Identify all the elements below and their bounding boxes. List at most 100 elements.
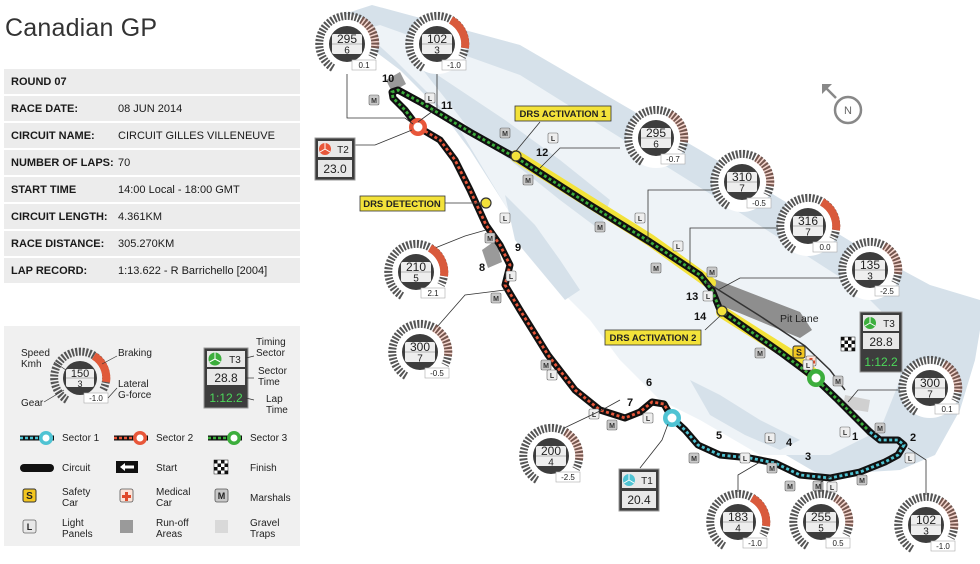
gauge-gear: 4 [735,524,741,535]
safety-car-icon: S [792,345,806,359]
turn-3: 3 [805,451,811,463]
turn-11: 11 [441,100,453,112]
gauge-lateral-g: -0.5 [430,369,444,378]
speed-gauge: 300 7 0.1 [898,355,963,418]
svg-text:M: M [815,484,821,491]
svg-text:T2: T2 [337,145,349,156]
light-panel-marker: L [634,212,646,224]
legend-gravel-swatch [215,520,228,533]
legend-sector1-label: Sector 1 [62,433,100,444]
page-title: Canadian GP [5,14,158,42]
light-panel-marker: L [702,290,714,302]
legend-finish-icon [213,459,229,475]
map-legend: 150 3 -1.0 T3 28.8 1:12.2 [4,326,300,546]
legend-circuit-swatch [20,464,54,472]
gauge-gear: 3 [434,46,440,57]
svg-text:DRS ACTIVATION 2: DRS ACTIVATION 2 [610,333,697,344]
turn-12: 12 [536,147,548,159]
gauge-speed: 135 [860,258,880,272]
svg-text:L: L [830,485,835,492]
gauge-gear: 3 [867,272,873,283]
svg-text:S: S [26,491,33,502]
svg-text:M: M [877,426,883,433]
basin-3 [690,380,800,450]
drs-activation-2-label: DRS ACTIVATION 2 [604,315,721,346]
gauge-speed: 300 [920,376,940,390]
speed-gauge: 200 4 -2.5 [519,423,584,486]
gauge-speed: 210 [406,260,426,274]
light-panel-marker: L [546,369,558,381]
marshal-post-marker: M [484,232,496,244]
legend-marshals-label: Marshals [250,493,291,504]
turn-5: 5 [716,430,722,442]
svg-text:28.8: 28.8 [869,335,893,349]
light-panel-marker: L [739,452,751,464]
speed-gauge: 316 7 0.0 [776,193,841,256]
turn-numbers: 1 2 3 4 5 6 7 8 9 10 11 12 13 14 [382,73,916,463]
light-panel-marker: L [764,432,776,444]
turn-4: 4 [786,437,793,449]
svg-text:L: L [428,96,433,103]
gauge-speed: 300 [410,340,430,354]
pit-building [712,278,812,338]
runoff-hairpin [386,72,406,92]
gauge-lateral-g: -2.5 [880,287,894,296]
speed-gauge: 183 4 -1.0 [706,489,771,552]
gauge-speed: 255 [811,510,831,524]
svg-text:M: M [371,98,377,105]
marshal-post-marker: M [368,94,380,106]
svg-text:T1: T1 [641,476,653,487]
light-panel-marker: L [642,412,654,424]
speed-gauge: 255 5 0.5 [789,489,854,552]
legend-marshal-icon: M [214,488,229,503]
gauge-speed: 102 [916,513,936,527]
turn-1: 1 [852,431,858,443]
svg-text:M: M [757,351,763,358]
gauge-speed: 316 [798,214,818,228]
marshal-post-marker: M [606,419,618,431]
legend-graphics: 150 3 -1.0 T3 28.8 1:12.2 [20,347,255,534]
gauge-lateral-g: -1.0 [748,539,762,548]
svg-text:M: M [502,131,508,138]
legend-gauge-speed: 150 [71,368,89,380]
svg-text:M: M [543,363,549,370]
light-panel-marker: L [547,132,559,144]
gauge-speed: 102 [427,32,447,46]
drs-detection-label: DRS DETECTION [359,195,481,212]
gauge-speed: 200 [541,444,561,458]
timing-box-t1: T1 20.4 [618,468,660,512]
speed-gauge: 295 6 -0.7 [624,105,689,168]
gauge-gear: 6 [344,46,350,57]
legend-finish-label: Finish [250,463,277,474]
speed-gauge: 295 6 0.1 [315,11,380,74]
turn-7: 7 [627,397,633,409]
gauge-speed: 183 [728,510,748,524]
gauge-gear: 5 [413,274,419,285]
marshal-post-marker: M [784,480,796,492]
legend-circuit-label: Circuit [62,463,91,474]
svg-text:L: L [743,456,748,463]
speed-gauge: 102 3 -1.0 [894,492,959,555]
marshal-post-marker: M [856,474,868,486]
speed-gauge: 135 3 -2.5 [838,237,903,300]
legend-sector2-label: Sector 2 [156,433,194,444]
legend-gauge: 150 3 -1.0 [50,347,111,404]
gauge-lateral-g: 0.1 [941,405,953,414]
svg-text:L: L [806,363,811,370]
drs-activation-1-point [510,150,522,162]
light-panel-marker: L [802,359,814,371]
gauge-gear: 7 [739,184,745,195]
legend-sector3-swatch [208,431,242,445]
light-panel-marker: L [904,452,916,464]
runoff-t8 [482,240,502,268]
timing-box-t3: T3 28.8 1:12.2 [859,311,903,373]
svg-text:L: L [592,412,597,419]
legend-sector3-label: Sector 3 [250,433,288,444]
gauge-lateral-g: 2.1 [427,289,439,298]
